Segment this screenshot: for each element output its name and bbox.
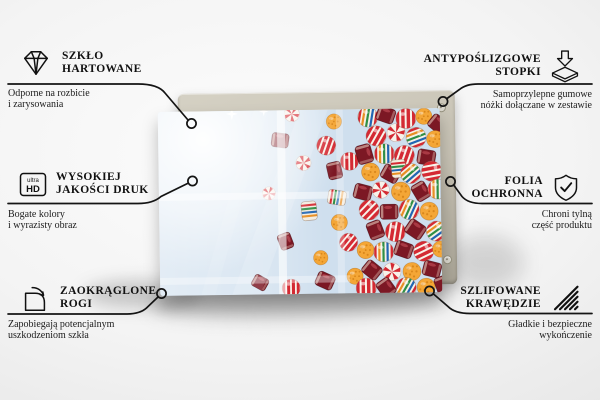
shield-check-icon: [552, 173, 580, 203]
callout-tempered-glass: SZKŁO HARTOWANE Odporne na rozbicie i za…: [8, 46, 204, 111]
title-line: JAKOŚCI DRUK: [56, 184, 149, 196]
callout-title: ANTYPOŚLIZGOWE STOPKI: [424, 53, 541, 80]
subtitle-line: uszkodzeniom szkła: [8, 330, 89, 341]
title-line: HARTOWANE: [62, 63, 142, 75]
rubber-foot: [442, 255, 453, 265]
svg-text:HD: HD: [26, 184, 40, 195]
title-line: ROGI: [60, 298, 93, 310]
callout-subtitle: Samoprzylepne gumowe nóżki dołączane w z…: [396, 89, 592, 111]
title-line: STOPKI: [495, 66, 541, 78]
anti-slip-feet-icon: [550, 49, 580, 83]
rounded-corner-icon: [19, 282, 51, 314]
subtitle-line: Samoprzylepne gumowe: [492, 89, 592, 100]
callout-subtitle: Odporne na rozbicie i zarysowania: [8, 88, 204, 110]
subtitle-line: Chroni tylną: [541, 209, 592, 220]
callout-title: SZKŁO HARTOWANE: [62, 50, 142, 77]
callout-title: WYSOKIEJ JAKOŚCI DRUK: [56, 171, 149, 198]
title-line: FOLIA: [504, 174, 543, 187]
title-line: SZKŁO: [62, 49, 104, 62]
sparkle-icon: [225, 108, 269, 120]
callout-subtitle: Gładkie i bezpieczne wykończenie: [396, 319, 592, 341]
subtitle-line: część produktu: [531, 220, 592, 231]
callout-anti-slip-feet: ANTYPOŚLIZGOWE STOPKI Samoprzylepne gumo…: [396, 49, 592, 111]
board-shadow-right: [446, 235, 524, 290]
callout-rounded-corners: ZAOKRĄGLONE ROGI Zapobiegają potencjalny…: [8, 281, 204, 342]
title-line: SZLIFOWANE: [460, 284, 541, 297]
diamond-icon: [19, 48, 53, 78]
product-photo-candies: [157, 108, 443, 296]
subtitle-line: Zapobiegają potencjalnym: [8, 319, 115, 330]
svg-text:ultra: ultra: [27, 178, 39, 184]
title-line: ZAOKRĄGLONE: [60, 284, 157, 297]
ultra-hd-icon: ultra HD: [19, 172, 47, 197]
subtitle-line: nóżki dołączane w zestawie: [480, 100, 592, 111]
callout-subtitle: Bogate kolory i wyrazisty obraz: [8, 209, 204, 231]
title-line: WYSOKIEJ: [56, 170, 122, 183]
subtitle-line: Bogate kolory: [8, 209, 65, 220]
glass-board: [157, 108, 443, 296]
subtitle-line: i wyrazisty obraz: [8, 220, 77, 231]
callout-protective-film: FOLIA OCHRONNA Chroni tylną część produk…: [396, 171, 592, 232]
window-reflection: [157, 108, 443, 296]
callout-title: ZAOKRĄGLONE ROGI: [60, 285, 156, 312]
subtitle-line: Odporne na rozbicie: [8, 88, 90, 99]
callout-subtitle: Chroni tylną część produktu: [396, 209, 592, 231]
callout-print-quality: ultra HD WYSOKIEJ JAKOŚCI DRUK Bogate ko…: [8, 167, 204, 232]
polished-edges-icon: [550, 284, 580, 312]
subtitle-line: Gładkie i bezpieczne: [508, 319, 592, 330]
title-line: OCHRONNA: [471, 188, 543, 200]
subtitle-line: i zarysowania: [8, 99, 64, 110]
subtitle-line: wykończenie: [539, 330, 592, 341]
title-line: ANTYPOŚLIZGOWE: [423, 52, 541, 65]
callout-subtitle: Zapobiegają potencjalnym uszkodzeniom sz…: [8, 319, 204, 341]
callout-title: FOLIA OCHRONNA: [471, 175, 543, 202]
title-line: KRAWĘDZIE: [465, 298, 541, 310]
callout-polished-edges: SZLIFOWANE KRAWĘDZIE Gładkie i bezpieczn…: [396, 281, 592, 342]
callout-title: SZLIFOWANE KRAWĘDZIE: [460, 285, 541, 312]
